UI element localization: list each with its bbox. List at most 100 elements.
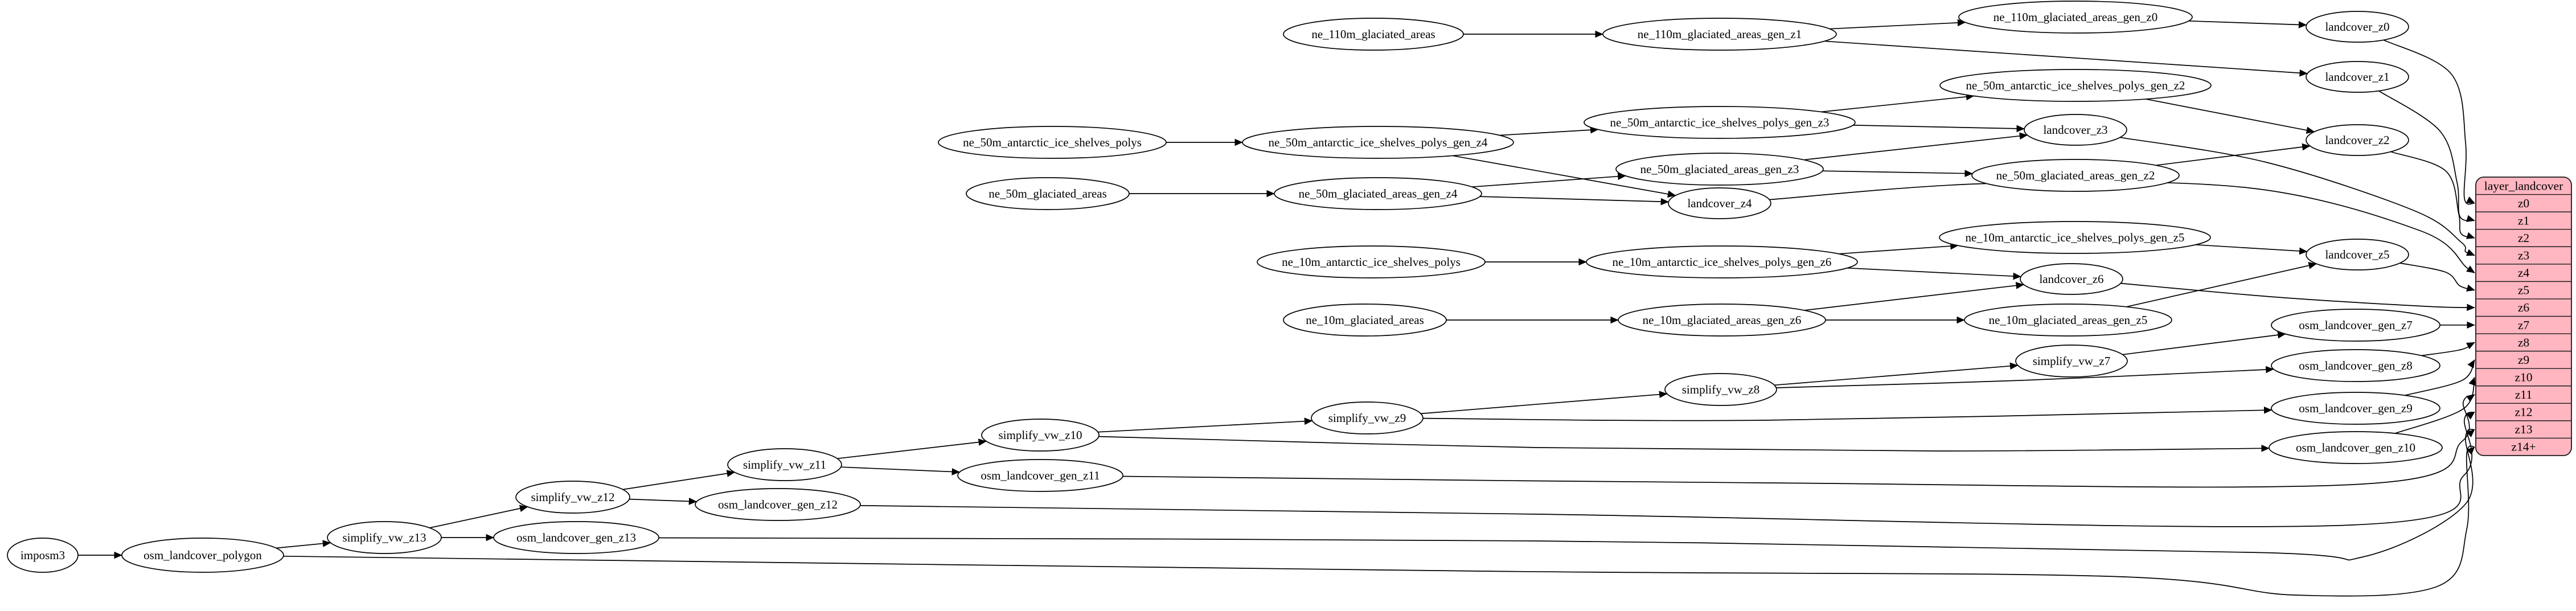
node-ne_50m_glaciated_areas_gen_z4: ne_50m_glaciated_areas_gen_z4: [1274, 177, 1482, 210]
node-osm_landcover_polygon: osm_landcover_polygon: [121, 538, 284, 573]
node-label-simplify_vw_z13: simplify_vw_z13: [343, 531, 426, 544]
node-ellipse-landcover_z2: [2306, 124, 2409, 156]
edge-osm_landcover_gen_z13-to-layer_landcover-z13: [658, 428, 2475, 561]
node-label-osm_landcover_gen_z9: osm_landcover_gen_z9: [2299, 401, 2412, 415]
node-label-osm_landcover_gen_z8: osm_landcover_gen_z8: [2299, 359, 2412, 372]
node-ellipse-landcover_z4: [1668, 187, 1771, 219]
node-ellipse-ne_50m_antarctic_ice_shelves_polys_gen_z3: [1584, 106, 1856, 139]
edge-ne_110m_glaciated_areas_gen_z1-to-ne_110m_glaciated_areas_gen_z0: [1830, 19, 1966, 30]
edge-landcover_z2-to-layer_landcover-z2: [2390, 151, 2475, 239]
node-label-ne_110m_glaciated_areas_gen_z1: ne_110m_glaciated_areas_gen_z1: [1638, 27, 1802, 41]
table-row-z10: z10: [2515, 370, 2532, 384]
node-ellipse-landcover_z6: [2020, 263, 2123, 295]
edge-ne_110m_glaciated_areas_gen_z1-to-landcover_z1: [1824, 40, 2308, 77]
node-label-osm_landcover_gen_z7: osm_landcover_gen_z7: [2299, 318, 2412, 332]
edge-ne_10m_glaciated_areas_gen_z6-to-landcover_z6: [1804, 282, 2024, 311]
node-ellipse-ne_50m_antarctic_ice_shelves_polys_gen_z4: [1242, 126, 1514, 159]
node-label-landcover_z3: landcover_z3: [2043, 123, 2107, 137]
node-label-osm_landcover_gen_z12: osm_landcover_gen_z12: [718, 498, 838, 511]
node-ellipse-ne_50m_glaciated_areas: [966, 177, 1130, 210]
node-ellipse-ne_10m_glaciated_areas_gen_z5: [1964, 304, 2172, 337]
edge-simplify_vw_z13-to-simplify_vw_z12: [429, 505, 528, 528]
node-landcover_z3: landcover_z3: [2024, 114, 2127, 146]
table-row-z2: z2: [2518, 231, 2529, 245]
node-ellipse-osm_landcover_polygon: [121, 538, 284, 573]
edge-osm_landcover_gen_z8-to-layer_landcover-z8: [2421, 342, 2475, 356]
edge-landcover_z6-to-layer_landcover-z6: [2120, 282, 2475, 311]
node-simplify_vw_z7: simplify_vw_z7: [2015, 345, 2128, 378]
edge-simplify_vw_z8-to-simplify_vw_z7: [1774, 362, 2019, 386]
node-ne_50m_glaciated_areas_gen_z3: ne_50m_glaciated_areas_gen_z3: [1615, 153, 1824, 186]
edge-ne_110m_glaciated_areas_gen_z0-to-landcover_z0: [2188, 20, 2307, 28]
node-ellipse-osm_landcover_gen_z12: [695, 488, 861, 521]
table-row-z12: z12: [2515, 405, 2532, 419]
edge-landcover_z3-to-layer_landcover-z3: [2120, 137, 2475, 256]
table-row-z6: z6: [2518, 301, 2530, 314]
node-label-ne_50m_glaciated_areas_gen_z2: ne_50m_glaciated_areas_gen_z2: [1996, 169, 2155, 182]
node-label-ne_50m_glaciated_areas: ne_50m_glaciated_areas: [988, 187, 1107, 200]
node-ellipse-ne_50m_glaciated_areas_gen_z4: [1274, 177, 1482, 210]
node-ellipse-simplify_vw_z7: [2015, 345, 2128, 378]
edge-ne_50m_glaciated_areas_gen_z3-to-ne_50m_glaciated_areas_gen_z2: [1822, 170, 1973, 177]
edge-ne_50m_glaciated_areas_gen_z3-to-landcover_z3: [1803, 132, 2028, 161]
edge-osm_landcover_gen_z9-to-layer_landcover-z9: [2405, 359, 2475, 396]
node-simplify_vw_z13: simplify_vw_z13: [327, 521, 442, 554]
table-row-z3: z3: [2518, 249, 2529, 263]
table-row-z1: z1: [2518, 214, 2529, 227]
node-ne_10m_glaciated_areas_gen_z5: ne_10m_glaciated_areas_gen_z5: [1964, 304, 2172, 337]
node-osm_landcover_gen_z10: osm_landcover_gen_z10: [2269, 431, 2443, 464]
table-row-z9: z9: [2518, 353, 2529, 367]
table-row-z11: z11: [2515, 388, 2532, 401]
node-label-ne_110m_glaciated_areas_gen_z0: ne_110m_glaciated_areas_gen_z0: [1993, 10, 2157, 24]
table-row-z7: z7: [2518, 318, 2530, 332]
node-landcover_z4: landcover_z4: [1668, 187, 1771, 219]
node-ne_50m_glaciated_areas_gen_z2: ne_50m_glaciated_areas_gen_z2: [1971, 159, 2180, 192]
node-label-ne_10m_glaciated_areas_gen_z6: ne_10m_glaciated_areas_gen_z6: [1643, 313, 1802, 327]
edge-ne_50m_glaciated_areas_gen_z2-to-landcover_z2: [2155, 143, 2311, 166]
node-ne_10m_antarctic_ice_shelves_polys_gen_z5: ne_10m_antarctic_ice_shelves_polys_gen_z…: [1939, 221, 2211, 254]
node-landcover_z0: landcover_z0: [2306, 11, 2409, 43]
node-ellipse-ne_50m_antarctic_ice_shelves_polys: [938, 126, 1167, 159]
node-label-simplify_vw_z12: simplify_vw_z12: [531, 490, 615, 504]
node-label-ne_50m_glaciated_areas_gen_z3: ne_50m_glaciated_areas_gen_z3: [1640, 162, 1799, 176]
edge-simplify_vw_z11-to-osm_landcover_gen_z11: [840, 466, 961, 475]
table-row-z0: z0: [2518, 196, 2529, 210]
edge-osm_landcover_gen_z10-to-layer_landcover-z10: [2395, 376, 2476, 434]
node-ellipse-landcover_z5: [2306, 239, 2409, 270]
node-label-ne_50m_antarctic_ice_shelves_polys_gen_z4: ne_50m_antarctic_ice_shelves_polys_gen_z…: [1269, 136, 1488, 149]
node-ellipse-simplify_vw_z12: [515, 481, 630, 514]
edge-ne_10m_antarctic_ice_shelves_polys_gen_z5-to-landcover_z5: [2195, 244, 2308, 255]
node-label-ne_10m_antarctic_ice_shelves_polys: ne_10m_antarctic_ice_shelves_polys: [1282, 255, 1461, 269]
edge-ne_10m_antarctic_ice_shelves_polys_gen_z6-to-landcover_z6: [1847, 267, 2021, 280]
node-label-osm_landcover_gen_z11: osm_landcover_gen_z11: [981, 469, 1100, 482]
edge-landcover_z1-to-layer_landcover-z1: [2378, 90, 2475, 222]
node-ellipse-osm_landcover_gen_z10: [2269, 431, 2443, 464]
edge-ne_50m_glaciated_areas_gen_z4-to-ne_50m_glaciated_areas_gen_z3: [1471, 173, 1626, 188]
node-simplify_vw_z8: simplify_vw_z8: [1664, 373, 1777, 406]
table-row-z14+: z14+: [2511, 440, 2536, 454]
node-ellipse-ne_10m_antarctic_ice_shelves_polys_gen_z6: [1586, 245, 1858, 278]
edge-simplify_vw_z9-to-simplify_vw_z8: [1421, 391, 1668, 415]
node-osm_landcover_gen_z8: osm_landcover_gen_z8: [2271, 349, 2440, 382]
node-ne_110m_glaciated_areas_gen_z1: ne_110m_glaciated_areas_gen_z1: [1602, 18, 1837, 51]
node-label-ne_10m_antarctic_ice_shelves_polys_gen_z6: ne_10m_antarctic_ice_shelves_polys_gen_z…: [1613, 255, 1832, 269]
node-osm_landcover_gen_z12: osm_landcover_gen_z12: [695, 488, 861, 521]
edge-ne_10m_antarctic_ice_shelves_polys_gen_z6-to-ne_10m_antarctic_ice_shelves_polys_gen_z5: [1838, 242, 1959, 255]
node-ne_50m_glaciated_areas: ne_50m_glaciated_areas: [966, 177, 1130, 210]
node-ne_50m_antarctic_ice_shelves_polys: ne_50m_antarctic_ice_shelves_polys: [938, 126, 1167, 159]
node-label-osm_landcover_gen_z13: osm_landcover_gen_z13: [516, 531, 636, 544]
edge-ne_50m_antarctic_ice_shelves_polys_gen_z2-to-landcover_z2: [2146, 99, 2315, 134]
edge-ne_50m_antarctic_ice_shelves_polys_gen_z4-to-ne_50m_antarctic_ice_shelves_polys_gen_z3: [1499, 126, 1599, 136]
node-ellipse-landcover_z3: [2024, 114, 2127, 146]
node-ellipse-ne_110m_glaciated_areas: [1283, 18, 1464, 51]
edge-simplify_vw_z7-to-osm_landcover_gen_z7: [2122, 331, 2286, 355]
node-ellipse-imposm3: [7, 538, 79, 573]
node-landcover_z6: landcover_z6: [2020, 263, 2123, 295]
table-row-z5: z5: [2518, 284, 2529, 297]
node-simplify_vw_z9: simplify_vw_z9: [1311, 401, 1424, 434]
node-ellipse-osm_landcover_gen_z7: [2271, 309, 2440, 342]
table-title: layer_landcover: [2484, 179, 2563, 192]
node-ellipse-ne_50m_antarctic_ice_shelves_polys_gen_z2: [1939, 69, 2212, 102]
node-label-landcover_z5: landcover_z5: [2325, 248, 2389, 261]
